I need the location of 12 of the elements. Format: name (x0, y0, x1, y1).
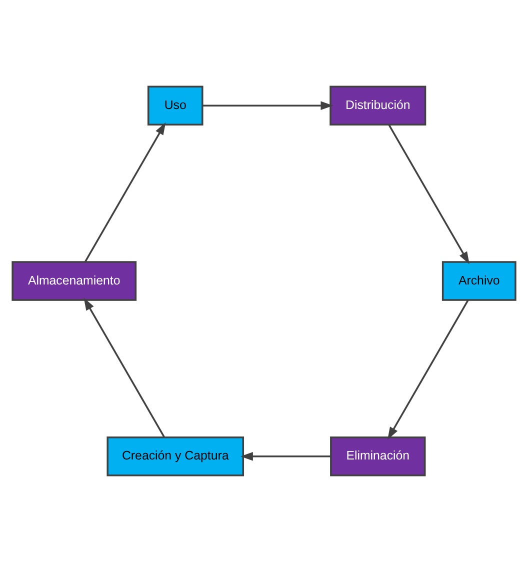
arrow (240, 452, 330, 460)
arrow (388, 124, 469, 264)
node-box: Archivo (441, 260, 516, 300)
arrow (84, 122, 166, 262)
node-box: Creación y Captura (106, 436, 244, 476)
node-box: Distribución (329, 85, 426, 126)
node-box: Almacenamiento (11, 260, 136, 300)
arrow (387, 299, 468, 440)
node-box: Uso (146, 85, 203, 126)
node-box: Eliminación (330, 436, 426, 476)
arrow (83, 297, 165, 438)
arrow (202, 100, 333, 110)
